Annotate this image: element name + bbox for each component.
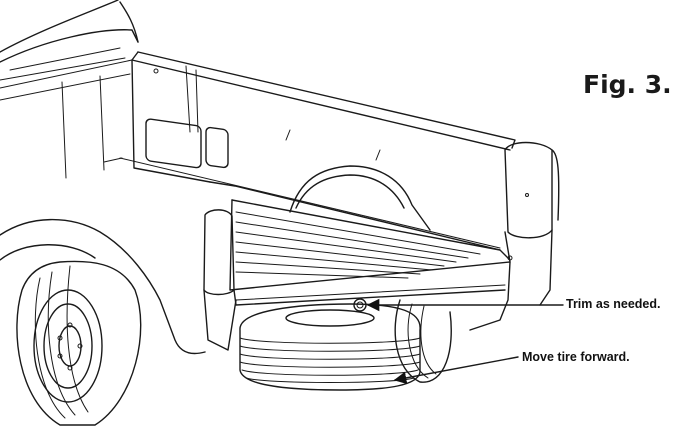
bed-front-wall (0, 51, 516, 183)
figure-label: Fig. 3. (583, 70, 672, 99)
bed-floor (229, 199, 511, 291)
trim-callout-label: Trim as needed. (566, 297, 661, 311)
rear-wheel (16, 260, 142, 426)
spare-tire (239, 298, 421, 391)
rear-body-panel (0, 218, 506, 355)
move-tire-callout-arrow (393, 356, 519, 385)
right-taillight-post (469, 141, 560, 331)
bed-side-wall (119, 157, 501, 251)
move-tire-callout-label: Move tire forward. (522, 350, 630, 364)
cab (0, 0, 139, 81)
